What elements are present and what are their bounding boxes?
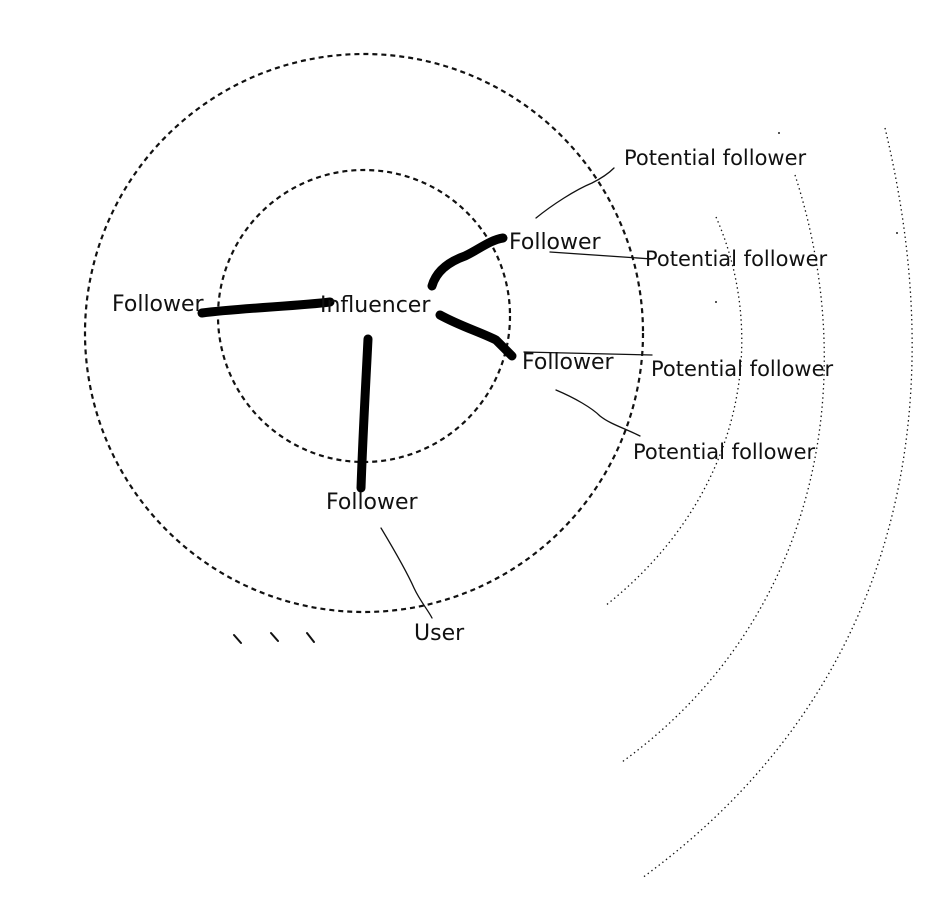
follower-label-upper-right: Follower: [509, 230, 602, 255]
link-influencer-right-follower: [435, 310, 517, 361]
ellipsis-tick: [306, 632, 315, 643]
ripple-arc-2: [621, 174, 825, 763]
ripple-arc-1: [604, 216, 743, 607]
follower-label-left: Follower: [112, 292, 205, 317]
connector-follower-potential-2: [549, 251, 653, 260]
potential-follower-label-4: Potential follower: [633, 440, 816, 464]
connector-follower-potential-4: [555, 389, 641, 437]
influencer-label: Influencer: [320, 293, 431, 318]
potential-follower-label-1: Potential follower: [624, 146, 807, 170]
link-influencer-bottom-follower: [356, 334, 373, 493]
stray-dot: [778, 132, 780, 134]
follower-label-right: Follower: [522, 350, 615, 375]
link-influencer-left-follower: [197, 297, 335, 318]
connector-follower-user: [380, 527, 433, 619]
outer-ring: [83, 52, 645, 614]
stray-dot: [896, 232, 898, 234]
potential-follower-label-2: Potential follower: [645, 247, 828, 271]
connector-follower-potential-3: [523, 351, 653, 356]
ripple-arc-3: [641, 127, 913, 879]
stray-dot: [715, 301, 717, 303]
follower-label-bottom: Follower: [326, 490, 419, 515]
ellipsis-tick: [233, 634, 242, 644]
potential-follower-label-3: Potential follower: [651, 357, 834, 381]
ellipsis-tick: [270, 632, 279, 642]
link-influencer-upper-follower: [427, 233, 508, 291]
user-label: User: [414, 621, 465, 646]
connector-follower-potential-1: [535, 167, 615, 219]
